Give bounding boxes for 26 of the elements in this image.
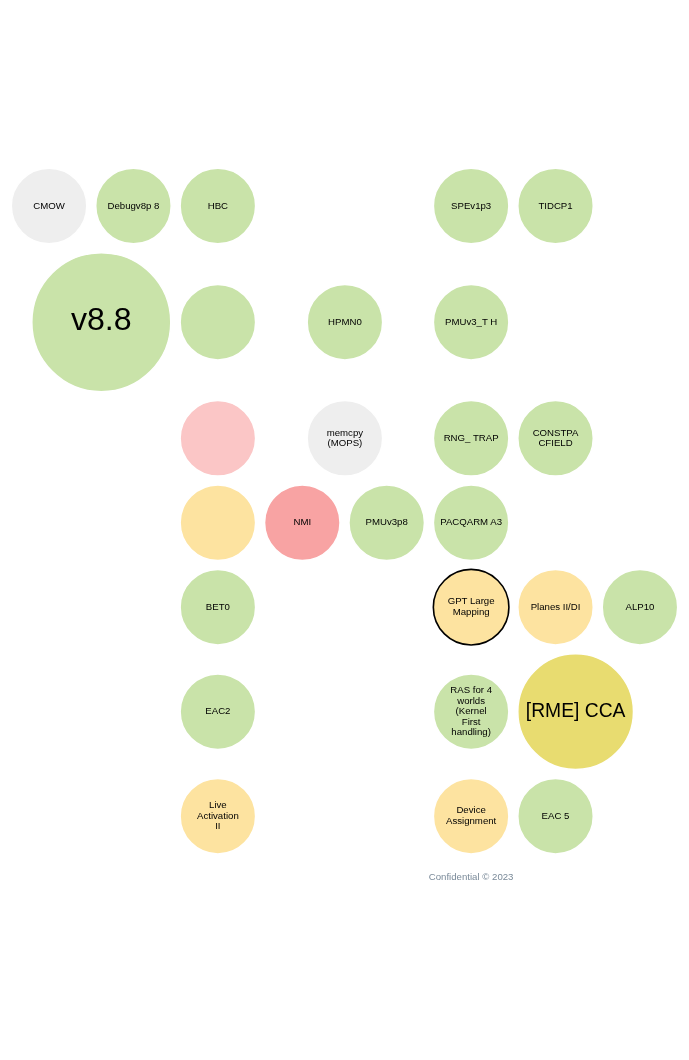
node-circle: RAS for 4 worlds (Kernel First handling) [432, 673, 510, 751]
node-circle [179, 399, 257, 477]
node-circle: Device Assignment [432, 777, 510, 855]
node-circle: HPMN0 [306, 283, 384, 361]
node-circle: PMUv3p8 [348, 484, 426, 562]
node-circle: HBC [179, 167, 257, 245]
node-circle: GPT Large Mapping [432, 568, 510, 646]
label: Confidential © 2023 [428, 870, 514, 882]
node-circle: [RME] CCA [516, 653, 635, 771]
node-circle: BET0 [179, 568, 257, 646]
node-circle: CONSTPA CFIELD [516, 399, 595, 477]
node-circle: v8.8 [30, 251, 172, 393]
node-circle: Debugv8p 8 [94, 167, 173, 245]
node-circle: PACQARM A3 [432, 484, 510, 562]
node-circle: ALP10 [601, 568, 679, 646]
node-circle: EAC 5 [516, 777, 595, 855]
node-circle: RNG_ TRAP [432, 399, 510, 477]
node-circle: PMUv3_T H [432, 283, 510, 361]
node-circle: Live Activation II [179, 777, 257, 855]
node-circle: TIDCP1 [516, 167, 595, 245]
node-circle [179, 283, 257, 361]
node-circle: NMI [263, 484, 341, 562]
node-circle [179, 484, 257, 562]
node-circle: EAC2 [179, 673, 257, 751]
node-circle: Planes II/DI [516, 568, 595, 646]
node-circle: SPEv1p3 [432, 167, 510, 245]
